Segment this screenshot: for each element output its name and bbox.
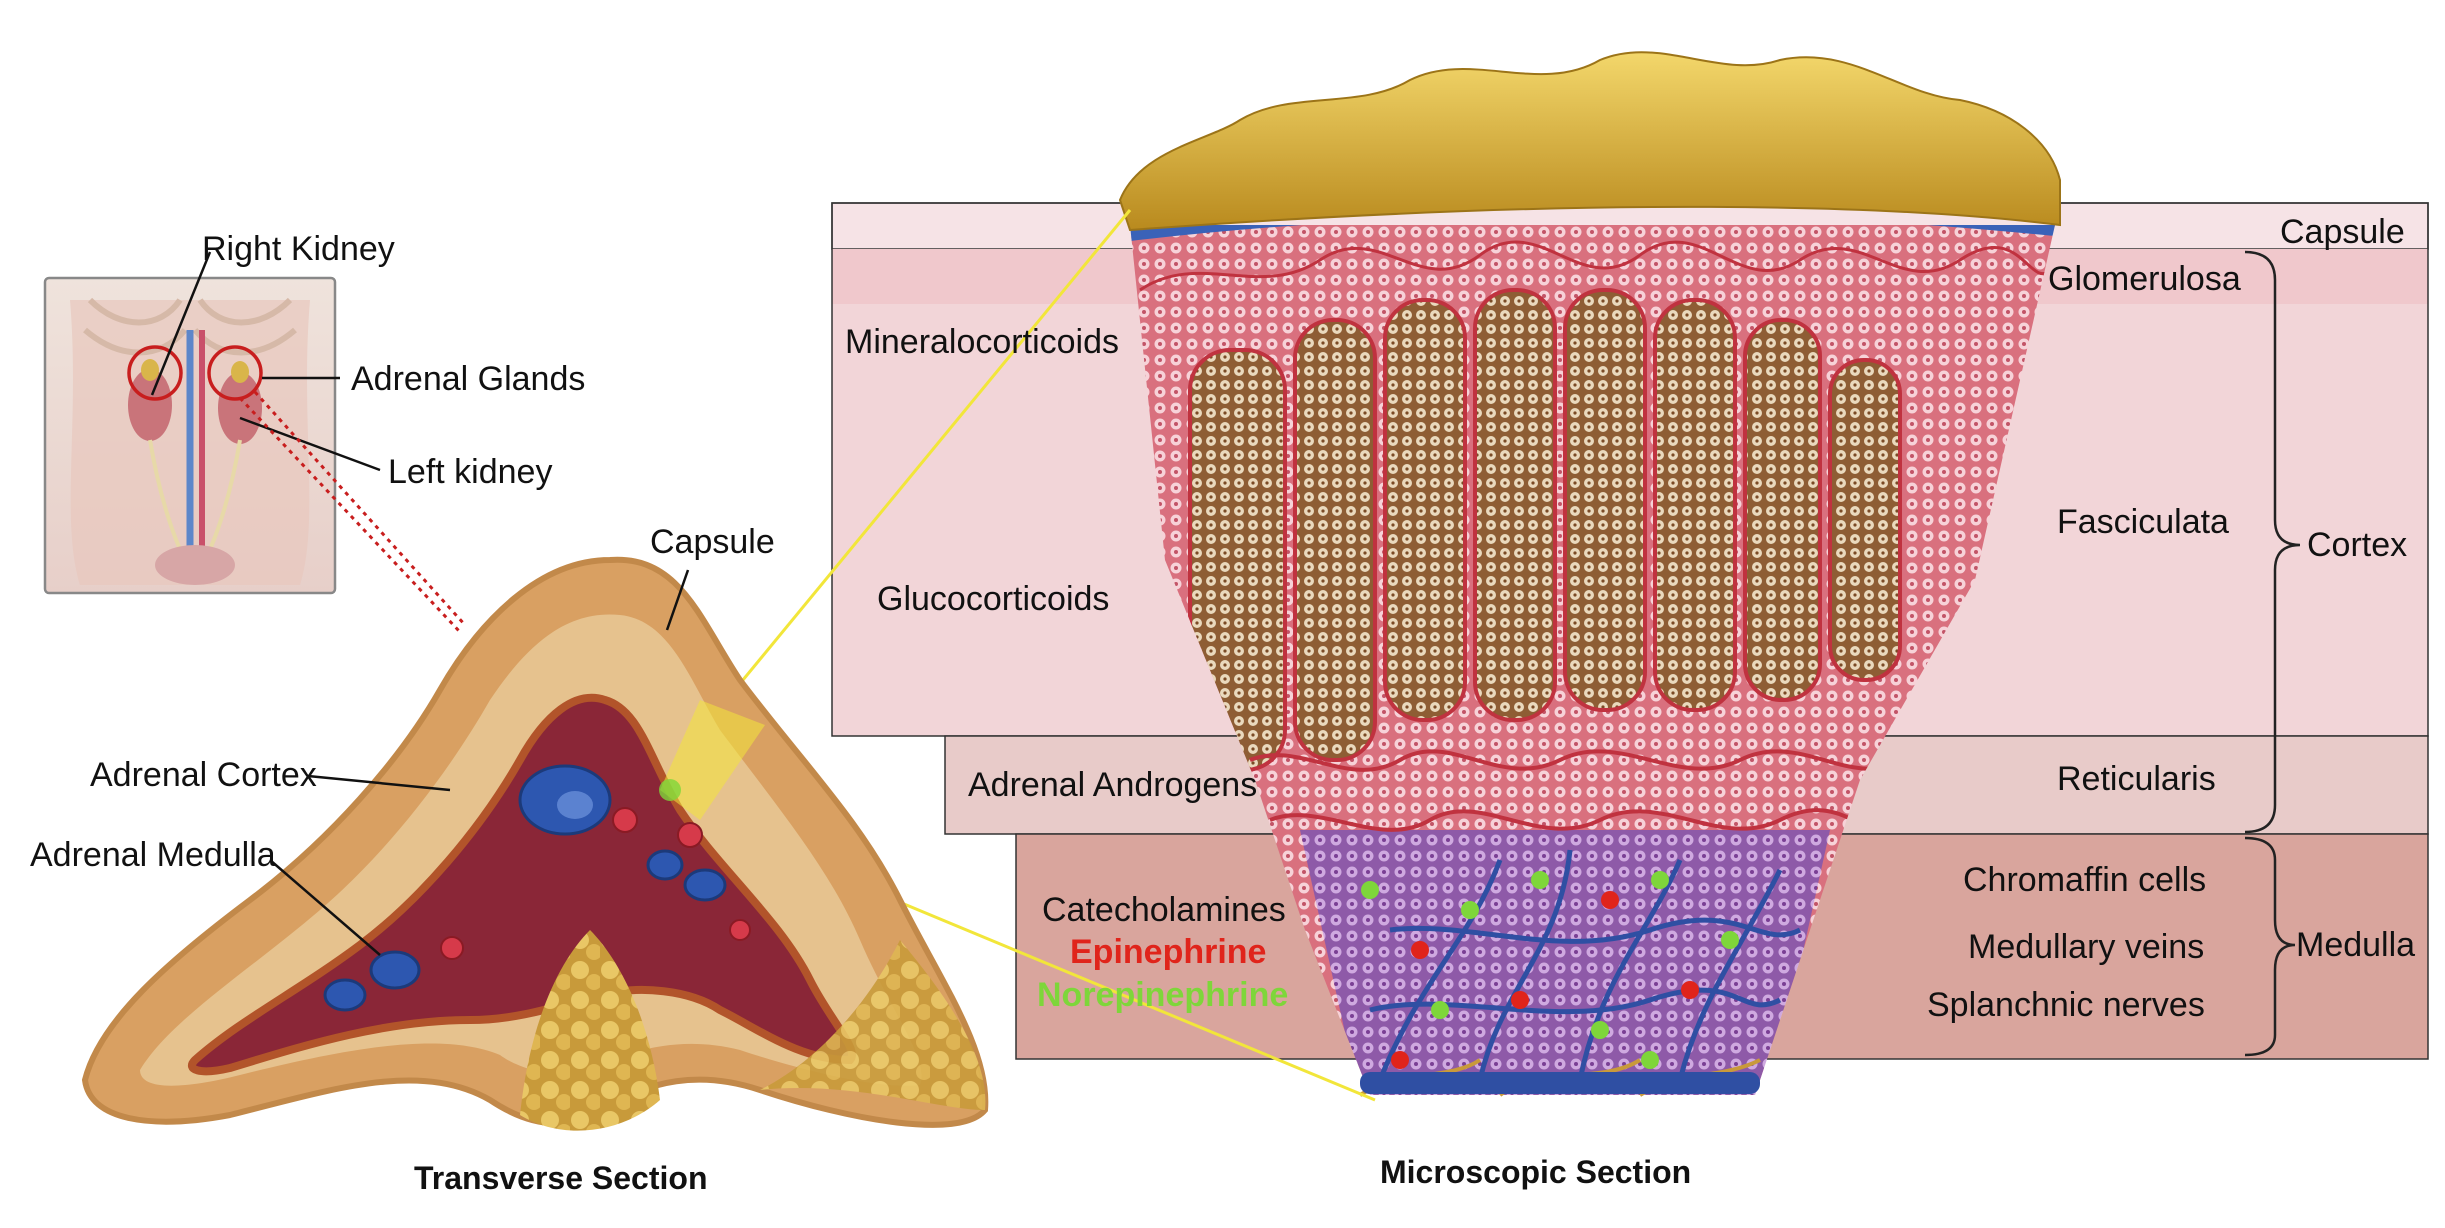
fasciculata-label: Fasciculata: [2057, 503, 2229, 541]
right-kidney-label: Right Kidney: [202, 230, 395, 268]
zoom-window: [660, 700, 765, 820]
brackets: [2244, 250, 2301, 1057]
transverse-capsule-label: Capsule: [650, 523, 775, 561]
norepinephrine-label: Norepinephrine: [1037, 976, 1289, 1014]
right-adrenal-highlight: [127, 345, 183, 401]
transverse-section-caption: Transverse Section: [414, 1160, 708, 1196]
adrenal-androgens-label: Adrenal Androgens: [968, 766, 1258, 804]
epinephrine-label: Epinephrine: [1070, 933, 1267, 971]
transverse-section: [81, 556, 989, 1131]
fat-cap: [1118, 51, 2061, 232]
body-inset: [43, 276, 337, 595]
splanchnic-nerves-label: Splanchnic nerves: [1927, 986, 2205, 1024]
glomerulosa-label: Glomerulosa: [2048, 260, 2241, 298]
cortex-label: Cortex: [2307, 526, 2408, 564]
microscopic-section-caption: Microscopic Section: [1380, 1154, 1692, 1190]
left-kidney-label: Left kidney: [388, 453, 553, 491]
reticularis-label: Reticularis: [2057, 760, 2216, 798]
medulla-label: Medulla: [2296, 926, 2416, 964]
chromaffin-cells-label: Chromaffin cells: [1963, 861, 2207, 899]
chromaffin-clusters: [1361, 871, 1739, 1069]
transverse-medulla: [188, 693, 856, 1076]
medulla-bracket: [2244, 836, 2296, 1057]
catecholamines-label: Catecholamines: [1042, 891, 1286, 929]
medullary-veins-label: Medullary veins: [1968, 928, 2205, 966]
cortex-bracket: [2244, 250, 2301, 834]
mineralocorticoids-label: Mineralocorticoids: [845, 323, 1119, 361]
adrenal-glands-label: Adrenal Glands: [351, 360, 586, 398]
glucocorticoids-label: Glucocorticoids: [877, 580, 1110, 618]
left-adrenal-highlight: [207, 345, 263, 401]
adrenal-cortex-label: Adrenal Cortex: [90, 756, 317, 794]
capsule-zone-label: Capsule: [2280, 213, 2405, 251]
adrenal-medulla-label: Adrenal Medulla: [30, 836, 276, 874]
